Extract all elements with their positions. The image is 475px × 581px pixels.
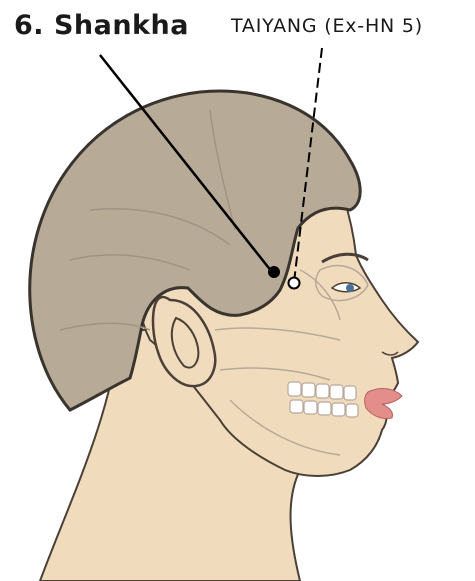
iris [346,284,354,292]
taiyang-label: TAIYANG (Ex-HN 5) [231,15,423,37]
shankha-label: 6. Shankha [14,10,189,41]
taiyang-point-marker [289,278,300,289]
shankha-point-marker [269,267,280,278]
